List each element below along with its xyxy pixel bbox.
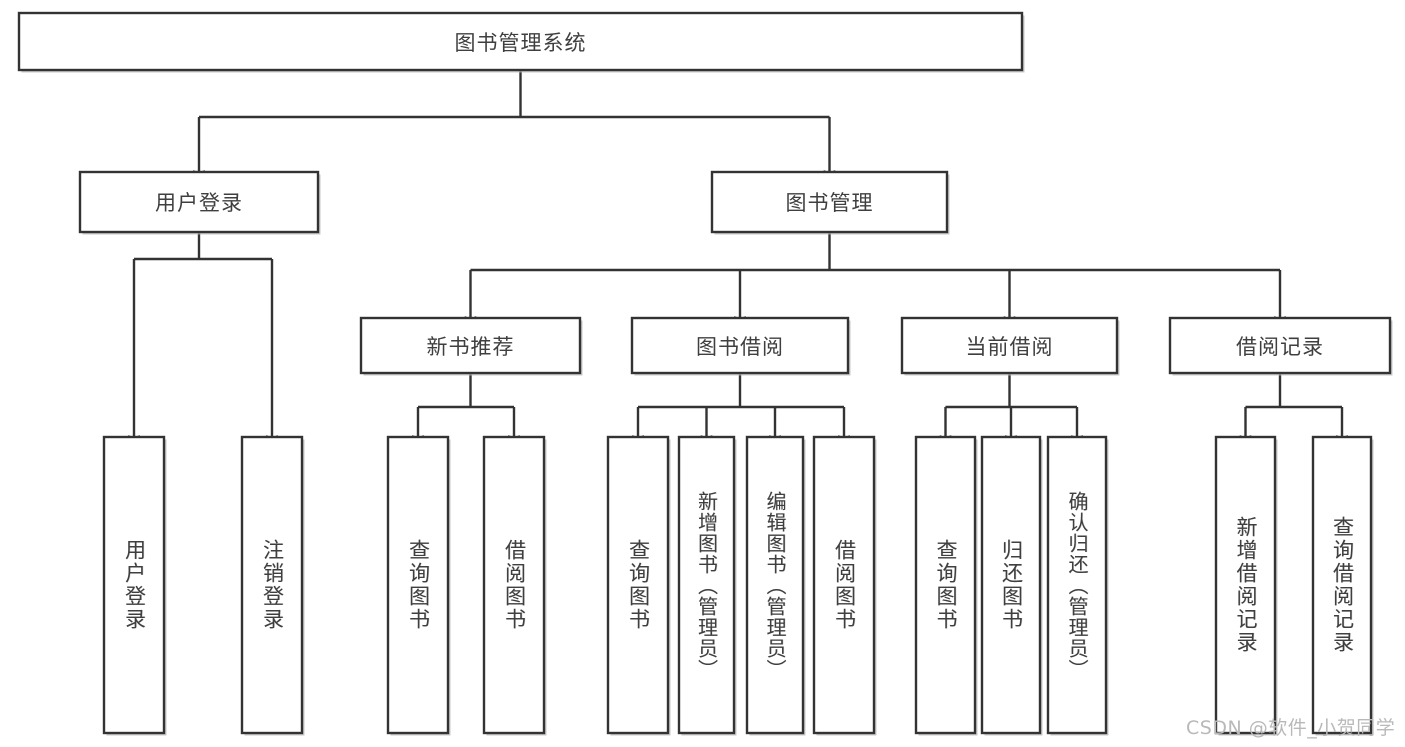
node-box-leaf-borrow-book-rec[interactable] xyxy=(482,435,546,735)
node-box-leaf-logout[interactable] xyxy=(240,435,304,735)
node-box-book-borrow[interactable] xyxy=(630,316,850,375)
node-box-leaf-query-book-borrow[interactable] xyxy=(606,435,670,735)
node-box-user-login[interactable] xyxy=(78,170,320,234)
node-box-leaf-borrow-book[interactable] xyxy=(812,435,876,735)
edge-layer xyxy=(128,70,1348,445)
node-box-leaf-add-record[interactable] xyxy=(1214,435,1277,735)
node-box-borrow-record[interactable] xyxy=(1168,316,1392,375)
node-box-leaf-query-book-rec[interactable] xyxy=(386,435,450,735)
node-box-book-manage[interactable] xyxy=(710,170,949,234)
node-box-leaf-confirm-return[interactable] xyxy=(1046,435,1108,735)
node-box-root[interactable] xyxy=(17,11,1024,72)
node-layer xyxy=(17,11,1393,736)
node-box-leaf-add-book[interactable] xyxy=(677,435,736,735)
node-box-leaf-return-book[interactable] xyxy=(980,435,1042,735)
node-box-leaf-user-login[interactable] xyxy=(102,435,166,735)
node-box-leaf-query-book-current[interactable] xyxy=(914,435,977,735)
node-box-current-borrow[interactable] xyxy=(900,316,1119,375)
node-box-leaf-edit-book[interactable] xyxy=(745,435,805,735)
node-box-new-book-rec[interactable] xyxy=(359,316,582,375)
node-box-leaf-query-record[interactable] xyxy=(1311,435,1373,735)
